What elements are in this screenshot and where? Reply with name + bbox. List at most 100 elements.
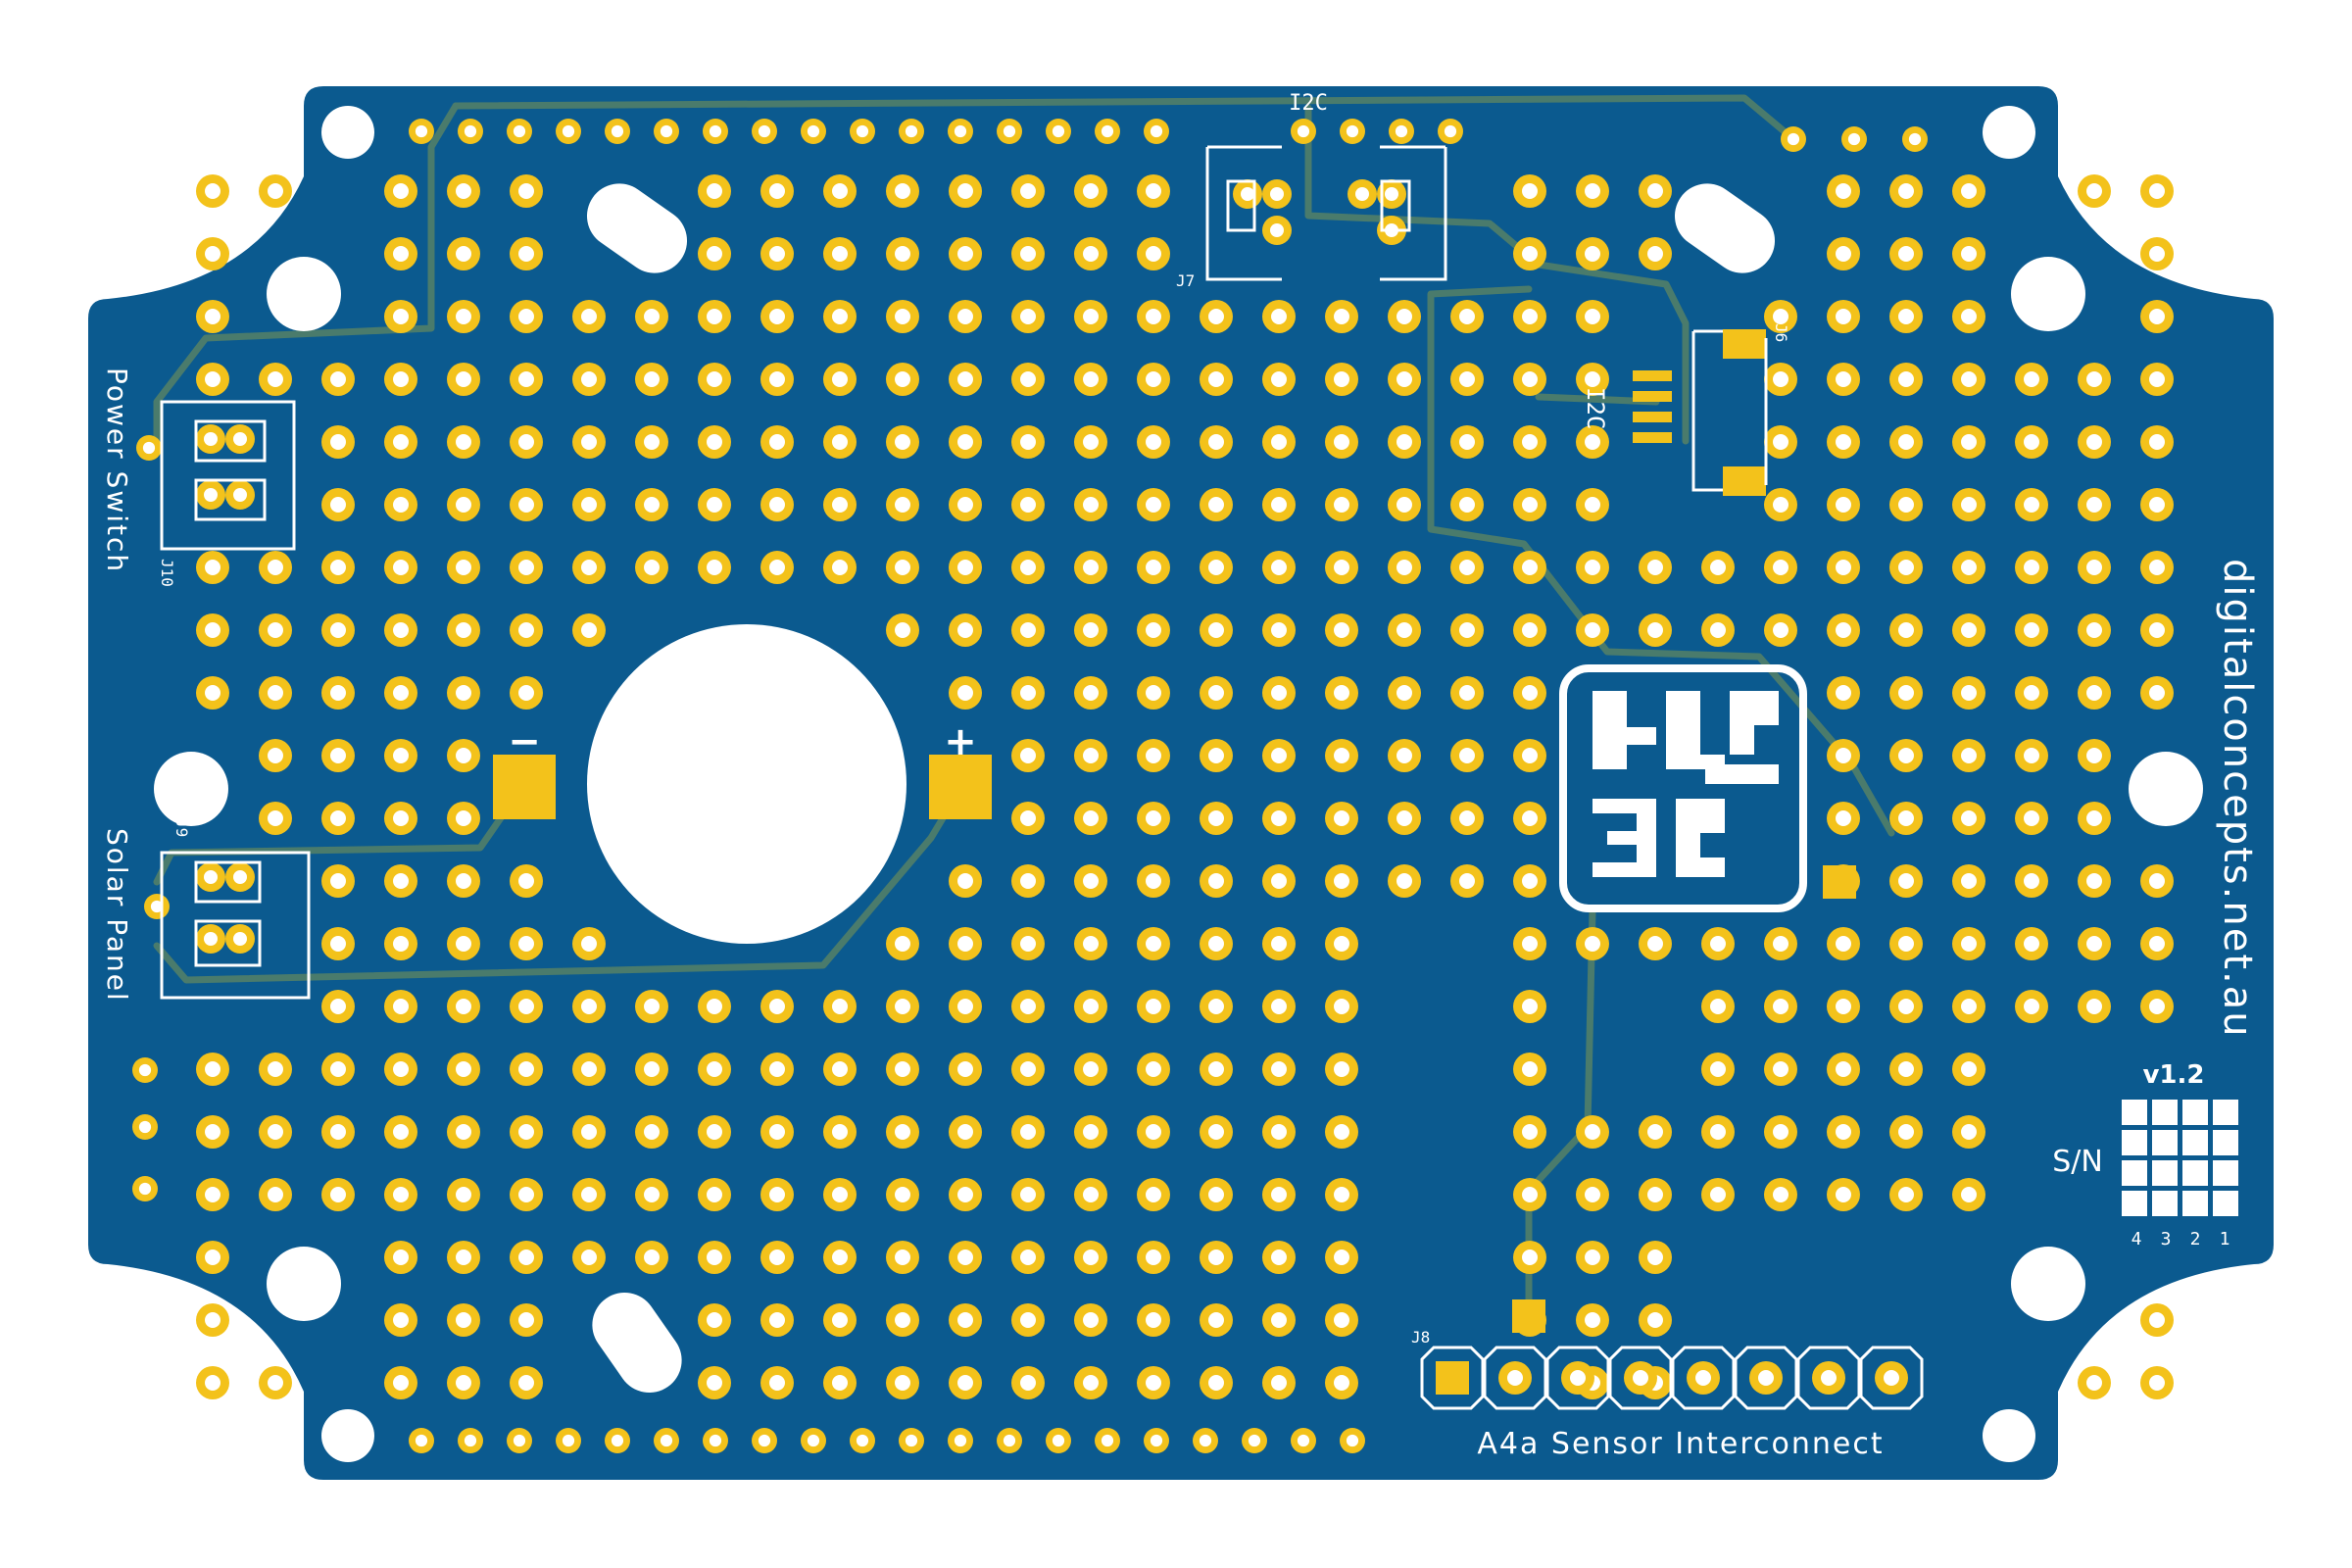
pad-drill	[518, 1187, 534, 1202]
pad-drill	[1836, 1061, 1851, 1077]
pad-drill	[518, 246, 534, 262]
sn-digit-2: 2	[2190, 1229, 2201, 1250]
copper-traces	[153, 94, 1895, 1312]
pad-drill	[895, 1061, 910, 1077]
pad-drill	[1773, 1187, 1788, 1202]
switch-pad-drill	[204, 870, 218, 884]
pad-drill	[954, 124, 967, 138]
pad-drill	[1961, 497, 1977, 513]
pad-drill	[1773, 1124, 1788, 1140]
pad-drill	[895, 434, 910, 450]
mounting-hole	[2129, 752, 2203, 826]
pad-drill	[2149, 246, 2165, 262]
pad-drill	[205, 560, 220, 575]
j7-inner-right	[1380, 179, 1411, 232]
pad-drill	[518, 1124, 534, 1140]
pad-drill	[205, 1061, 220, 1077]
pad-drill	[393, 246, 409, 262]
mounting-hole	[267, 257, 341, 331]
pad-drill	[1585, 434, 1600, 450]
pad-drill	[832, 1375, 848, 1391]
pad-drill	[957, 497, 973, 513]
pad-drill	[1898, 999, 1914, 1014]
pad-drill	[1146, 936, 1161, 952]
pad-drill	[644, 497, 660, 513]
pad-drill	[205, 1375, 220, 1391]
pad-drill	[1396, 560, 1412, 575]
pad-drill	[330, 748, 346, 763]
j7-outline-right	[1380, 145, 1447, 281]
pad-drill	[1396, 685, 1412, 701]
minus-label: −	[508, 719, 541, 764]
pad-drill	[1522, 1061, 1538, 1077]
pad-drill	[393, 1250, 409, 1265]
pad-drill	[1522, 183, 1538, 199]
pad-drill	[1052, 124, 1065, 138]
pad-drill	[895, 371, 910, 387]
pad-drill	[330, 1061, 346, 1077]
pad-drill	[2086, 999, 2102, 1014]
pad-drill	[456, 560, 471, 575]
pad-drill	[644, 371, 660, 387]
pad-drill	[2024, 810, 2039, 826]
mounting-slot	[592, 1292, 682, 1394]
switch-pad-drill	[233, 870, 247, 884]
pad-drill	[1961, 246, 1977, 262]
pad-drill	[2149, 560, 2165, 575]
pad-drill	[1297, 1434, 1310, 1447]
pad-drill	[769, 497, 785, 513]
pad-drill	[1710, 1187, 1726, 1202]
pad-drill	[1146, 810, 1161, 826]
pad-drill	[393, 936, 409, 952]
pad-drill	[1396, 810, 1412, 826]
mounting-hole	[2011, 1247, 2085, 1321]
pad-drill	[1396, 497, 1412, 513]
pad-drill	[1522, 810, 1538, 826]
pad-drill	[1585, 1250, 1600, 1265]
pad-drill	[581, 1187, 597, 1202]
switch-pad-drill	[1270, 223, 1284, 237]
mounting-hole	[1983, 106, 2035, 159]
pad-drill	[1146, 1375, 1161, 1391]
pad-drill	[832, 1124, 848, 1140]
pad-drill	[895, 1312, 910, 1328]
pad-drill	[644, 1124, 660, 1140]
pad-drill	[205, 183, 220, 199]
logo-stroke	[1705, 764, 1779, 784]
pad-drill	[1334, 622, 1349, 638]
pad-drill	[205, 246, 220, 262]
pad-drill	[1647, 183, 1663, 199]
pad-drill	[1898, 685, 1914, 701]
pad-drill	[1271, 560, 1287, 575]
pad-drill	[2149, 873, 2165, 889]
pad-drill	[644, 1061, 660, 1077]
sn-cell	[2213, 1100, 2238, 1125]
pad-drill	[1647, 1124, 1663, 1140]
battery-minus-pad	[493, 755, 556, 819]
pad-drill	[1271, 1375, 1287, 1391]
pad-drill	[1297, 124, 1310, 138]
pad-drill	[1710, 999, 1726, 1014]
pad-drill	[1961, 748, 1977, 763]
pad-drill	[1208, 685, 1224, 701]
pad-drill	[769, 371, 785, 387]
pad-drill	[957, 622, 973, 638]
pad-drill	[611, 1434, 624, 1447]
pad-drill	[330, 685, 346, 701]
pad-drill	[1585, 497, 1600, 513]
pad-drill	[1898, 371, 1914, 387]
pad-drill	[393, 685, 409, 701]
pad-drill	[769, 309, 785, 324]
pad-drill	[957, 999, 973, 1014]
pad-drill	[1898, 748, 1914, 763]
j8-pin-drill	[1884, 1370, 1899, 1386]
pad-drill	[1898, 183, 1914, 199]
pad-drill	[1898, 873, 1914, 889]
pad-drill	[957, 309, 973, 324]
pad-drill	[456, 246, 471, 262]
pad-drill	[895, 1124, 910, 1140]
pad-drill	[518, 309, 534, 324]
pad-drill	[832, 999, 848, 1014]
pad-drill	[1961, 309, 1977, 324]
pad-drill	[644, 999, 660, 1014]
